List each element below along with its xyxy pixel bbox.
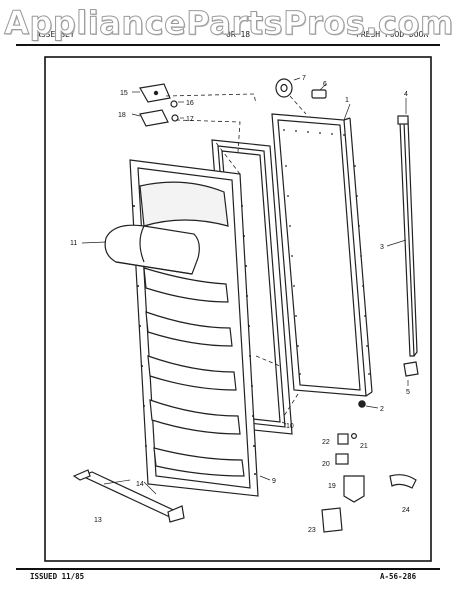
- door-liner: [129, 159, 259, 497]
- callout-7: 7: [302, 75, 306, 82]
- callout-10: 10: [286, 423, 294, 430]
- callout-4: 4: [404, 91, 408, 98]
- outer-door-panel: [271, 113, 373, 397]
- callout-15: 15: [120, 90, 128, 97]
- drawing-code: A-56-286: [380, 572, 417, 581]
- callout-14: 14: [136, 481, 144, 488]
- callout-16: 16: [186, 100, 194, 107]
- header-right: FRESH FOOD DOOR: [356, 30, 429, 39]
- callout-5: 5: [406, 389, 410, 396]
- outer-door-holes: [283, 129, 370, 375]
- dairy-door: [104, 224, 200, 275]
- callout-3: 3: [380, 244, 384, 251]
- callout-2: 2: [380, 406, 384, 413]
- dash-leaders: [165, 93, 307, 417]
- footer-rule: [16, 568, 440, 570]
- parts-diagram-frame: 1 2 3 4 5 6 7 9 10 11 13 14 15 16 17 18 …: [44, 56, 432, 562]
- callout-leaders: [81, 77, 409, 495]
- issued-date: ISSUED 11/85: [30, 572, 85, 581]
- header-middle: OR 18: [226, 30, 251, 39]
- callout-numbers: 1 2 3 4 5 6 7 9 10 11 13 14 15 16 17 18 …: [70, 75, 410, 534]
- callout-24: 24: [402, 507, 410, 514]
- trim-strip: [397, 115, 419, 377]
- callout-21: 21: [360, 443, 368, 450]
- upper-bracket-parts: [139, 78, 327, 127]
- callout-13: 13: [94, 517, 102, 524]
- header-left: ASSEMBLY: [36, 30, 75, 39]
- callout-9: 9: [272, 478, 276, 485]
- callout-11: 11: [70, 240, 77, 247]
- callout-18: 18: [118, 112, 126, 119]
- callout-22: 22: [322, 439, 330, 446]
- callout-6: 6: [323, 81, 327, 88]
- callout-1: 1: [345, 97, 349, 104]
- callout-23: 23: [308, 527, 316, 534]
- callout-19: 19: [328, 483, 336, 490]
- header-rule: [16, 44, 440, 46]
- callout-20: 20: [322, 461, 330, 468]
- callout-17: 17: [186, 116, 194, 123]
- watermark: AppliancePartsPros.com: [4, 4, 454, 43]
